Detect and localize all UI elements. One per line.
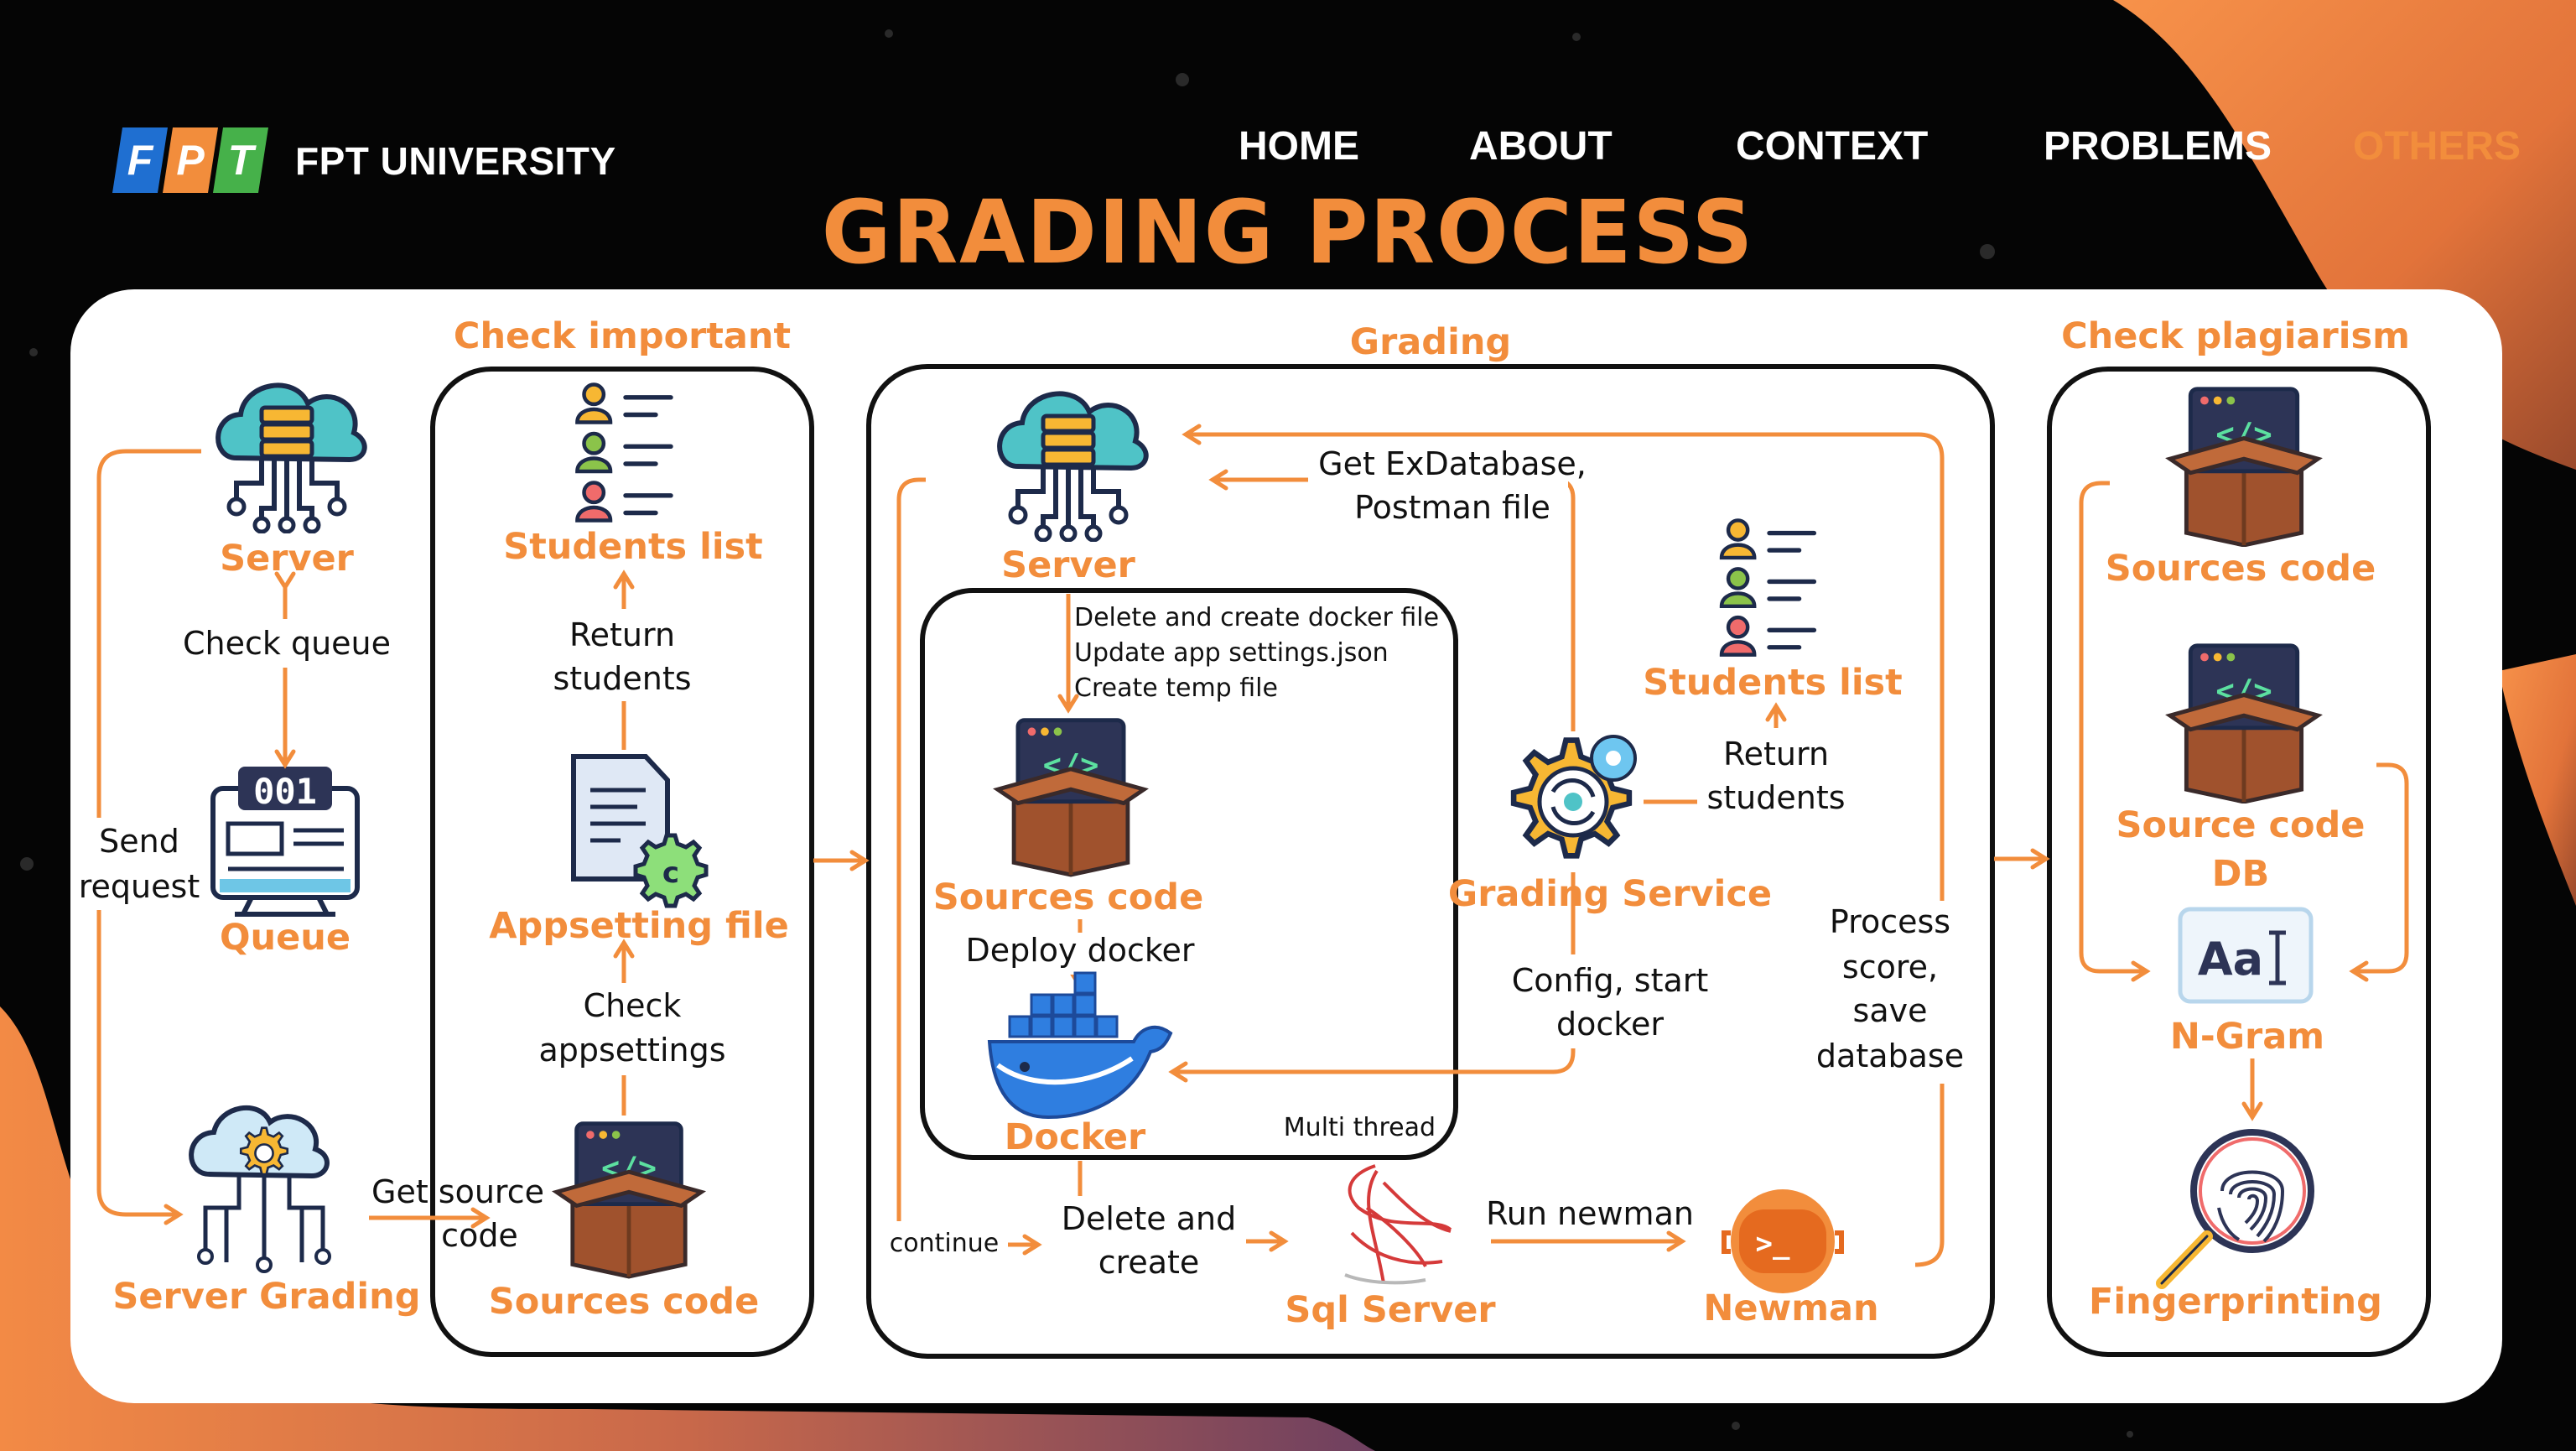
node-sources-code: Sources code <box>489 1281 760 1323</box>
label-multi-thread: Multi thread <box>1284 1113 1436 1142</box>
svg-text:Aa: Aa <box>2198 933 2263 986</box>
label-check-queue: Check queue <box>183 625 391 662</box>
svg-text:001: 001 <box>253 771 317 812</box>
node-queue: Queue <box>220 917 351 959</box>
ngram-icon: Aa <box>2178 907 2314 1004</box>
brand-name: FPT UNIVERSITY <box>295 139 616 183</box>
node-students-list: Students list <box>503 526 762 568</box>
label-process-1: Process <box>1830 903 1950 940</box>
queue-icon: 001 <box>210 767 360 917</box>
fpt-logo[interactable]: F P T <box>111 124 278 196</box>
logo-tile-p: P <box>163 127 218 193</box>
section-title-check-plagiarism: Check plagiarism <box>2061 315 2410 357</box>
arrow-process-score <box>1182 424 1945 1267</box>
section-check-important <box>430 367 814 1357</box>
node-plag-sources-code: Sources code <box>2106 548 2376 590</box>
label-gs-return-2: students <box>1706 779 1845 816</box>
label-docker-step-1: Delete and create docker file <box>1074 603 1439 632</box>
label-check-appsettings-2: appsettings <box>538 1032 725 1069</box>
label-return-students-1: Return <box>569 616 675 653</box>
node-grading-server: Server <box>1001 544 1136 586</box>
appsetting-file-icon: c <box>571 754 709 908</box>
node-ngram: N-Gram <box>2170 1016 2324 1058</box>
grading-students-list-icon <box>1722 520 1814 654</box>
svg-text:c: c <box>662 856 679 890</box>
nav-home[interactable]: HOME <box>1239 124 1359 169</box>
grading-server-icon <box>1000 393 1146 540</box>
newman-icon: >_ <box>1722 1189 1844 1293</box>
label-process-2: score, <box>1842 949 1938 986</box>
source-code-db-icon <box>2170 646 2318 802</box>
node-newman: Newman <box>1703 1287 1878 1329</box>
grading-service-icon <box>1514 735 1637 856</box>
node-grading-students-list: Students list <box>1643 662 1902 704</box>
nav-context[interactable]: CONTEXT <box>1736 124 1929 169</box>
label-return-students-2: students <box>553 660 691 697</box>
svg-text:P: P <box>176 137 205 184</box>
node-grading-sources-code: Sources code <box>933 876 1204 918</box>
label-gs-return-1: Return <box>1723 736 1829 772</box>
node-docker: Docker <box>1005 1116 1146 1158</box>
fingerprinting-icon <box>2156 1129 2314 1289</box>
label-config-2: docker <box>1556 1006 1664 1043</box>
grading-sources-code-icon <box>998 720 1145 875</box>
plag-sources-code-icon <box>2170 389 2318 545</box>
node-appsetting-file: Appsetting file <box>489 905 789 947</box>
sources-code-icon <box>557 1124 702 1277</box>
svg-text:>_: >_ <box>1756 1227 1790 1261</box>
svg-text:T: T <box>228 137 257 184</box>
node-server-grading: Server Grading <box>112 1276 420 1318</box>
label-delete-create-2: create <box>1098 1244 1200 1281</box>
page-title: GRADING PROCESS <box>821 181 1755 283</box>
students-list-icon <box>577 385 671 521</box>
server-grading-icon <box>189 1105 331 1273</box>
multi-thread-box <box>920 588 1458 1160</box>
node-fingerprinting: Fingerprinting <box>2089 1281 2382 1323</box>
node-sql-server: Sql Server <box>1285 1289 1496 1331</box>
label-get-source-1: Get source <box>371 1173 544 1210</box>
label-process-3: save <box>1853 992 1928 1029</box>
server-icon <box>218 385 365 532</box>
sql-server-icon <box>1344 1164 1452 1285</box>
section-title-grading: Grading <box>1350 321 1511 363</box>
label-run-newman: Run newman <box>1486 1195 1694 1232</box>
label-continue: continue <box>890 1229 999 1258</box>
orange-wave-right <box>2499 654 2576 906</box>
label-docker-step-3: Create temp file <box>1074 673 1278 703</box>
orange-wave-bottom-left <box>0 1006 1375 1451</box>
arrow-sources-to-ngram <box>2079 481 2151 982</box>
logo-tile-f: F <box>112 127 168 193</box>
label-config-1: Config, start <box>1512 962 1709 999</box>
label-delete-create-1: Delete and <box>1062 1200 1236 1237</box>
nav-problems[interactable]: PROBLEMS <box>2044 124 2272 169</box>
label-send-request-1: Send <box>99 823 179 860</box>
label-process-4: database <box>1816 1038 1964 1074</box>
label-docker-step-2: Update app settings.json <box>1074 638 1389 668</box>
node-server: Server <box>220 538 355 580</box>
section-title-check-important: Check important <box>454 315 791 357</box>
label-deploy-docker: Deploy docker <box>965 932 1194 969</box>
label-get-source-2: code <box>441 1217 518 1254</box>
node-source-code-db-1: Source code <box>2116 804 2366 846</box>
nav-about[interactable]: ABOUT <box>1469 124 1613 169</box>
logo-tile-t: T <box>213 127 268 193</box>
node-grading-service: Grading Service <box>1448 873 1772 915</box>
nav-others[interactable]: OTHERS <box>2353 124 2521 169</box>
arrow-db-to-ngram <box>2349 762 2409 982</box>
label-get-exdb-1: Get ExDatabase, <box>1318 445 1587 482</box>
svg-text:F: F <box>127 137 154 184</box>
label-get-exdb-2: Postman file <box>1354 489 1550 526</box>
label-send-request-2: request <box>79 868 200 905</box>
arrow-config-start-docker <box>1168 872 1576 1083</box>
docker-icon <box>987 971 1173 1120</box>
label-check-appsettings-1: Check <box>584 987 682 1024</box>
node-source-code-db-2: DB <box>2212 853 2269 895</box>
